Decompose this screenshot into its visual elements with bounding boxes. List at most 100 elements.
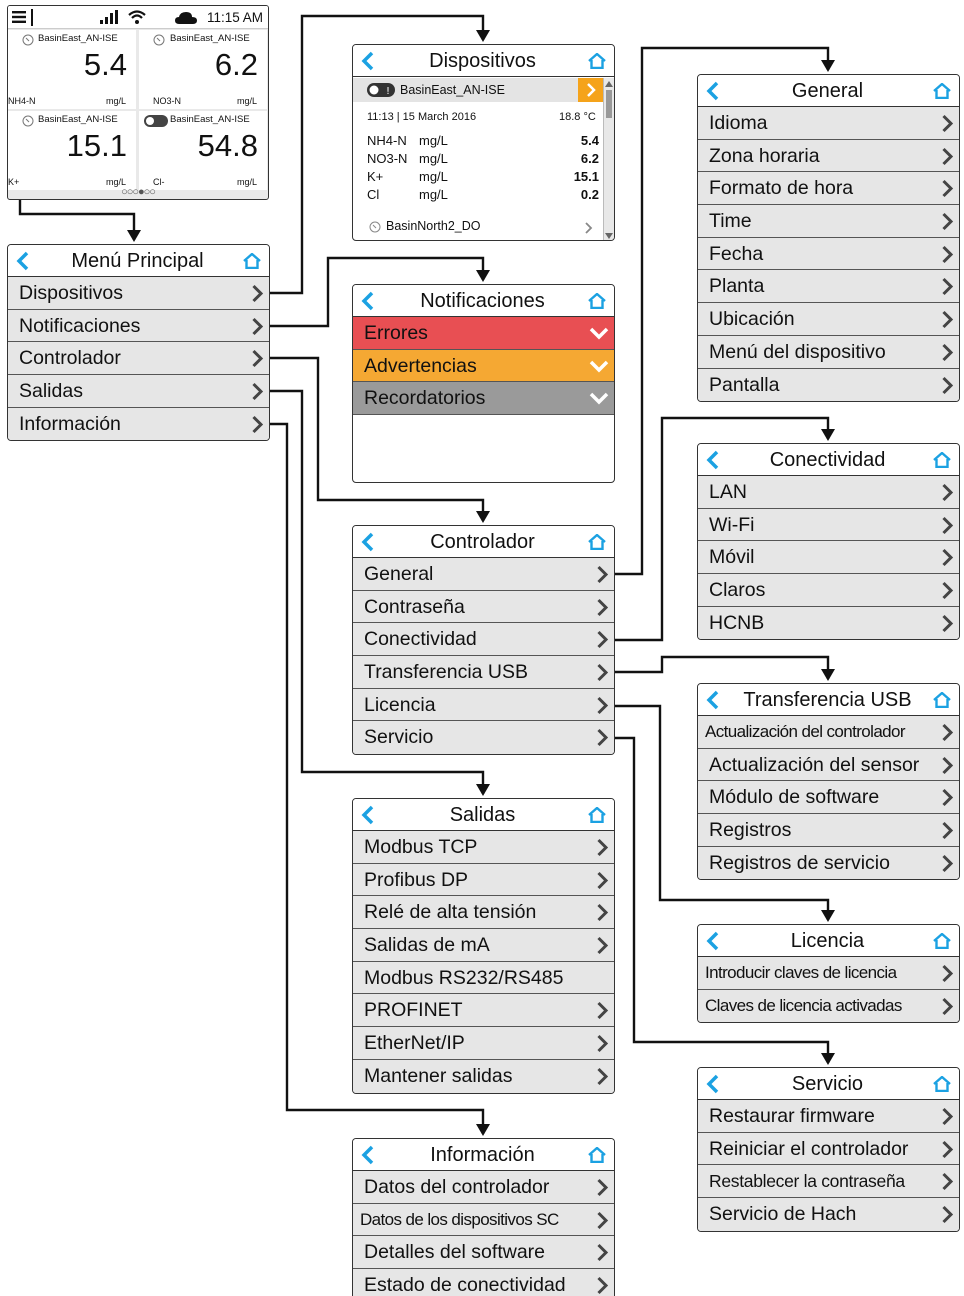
chevron-right-icon: [597, 904, 609, 922]
scroll-down-icon[interactable]: [605, 233, 613, 239]
menu-item-detalles-del-software[interactable]: Detalles del software: [353, 1236, 614, 1270]
menu-item-formato-de-hora[interactable]: Formato de hora: [698, 172, 959, 206]
home-icon[interactable]: [588, 807, 606, 823]
menu-item-transferencia-usb[interactable]: Transferencia USB: [353, 656, 614, 689]
menu-item-registros[interactable]: Registros: [698, 814, 959, 847]
hamburger-menu-icon[interactable]: [12, 10, 26, 24]
home-icon[interactable]: [933, 692, 951, 708]
menu-item-introducir-claves-de-licencia[interactable]: Introducir claves de licencia: [698, 957, 959, 990]
menu-item-salidas[interactable]: Salidas: [8, 375, 269, 408]
device-row[interactable]: ! BasinEast_AN-ISE: [353, 78, 603, 102]
menu-item-restaurar-firmware[interactable]: Restaurar firmware: [698, 1100, 959, 1133]
menu-item-reiniciar-el-controlador[interactable]: Reiniciar el controlador: [698, 1132, 959, 1166]
menu-item-ubicacion[interactable]: Ubicación: [698, 303, 959, 336]
scroll-up-icon[interactable]: [605, 81, 613, 87]
notification-errors-row[interactable]: Errores: [353, 317, 614, 350]
chevron-right-icon: [597, 937, 609, 955]
menu-item-menu-del-dispositivo[interactable]: Menú del dispositivo: [698, 335, 959, 369]
menu-item-datos-de-los-dispositivos-sc[interactable]: Datos de los dispositivos SC: [353, 1203, 614, 1237]
back-chevron-icon[interactable]: [706, 690, 720, 710]
scrollbar-thumb[interactable]: [606, 90, 612, 118]
menu-item-profibus-dp[interactable]: Profibus DP: [353, 863, 614, 897]
menu-item-restablecer-la-contrasena[interactable]: Restablecer la contraseña: [698, 1165, 959, 1199]
menu-item-dispositivos[interactable]: Dispositivos: [8, 277, 269, 310]
home-icon[interactable]: [933, 1076, 951, 1092]
home-icon[interactable]: [588, 1147, 606, 1163]
menu-item-lan[interactable]: LAN: [698, 476, 959, 509]
measurement-tile[interactable]: BasinEast_AN-ISE 5.4 NH4-N mg/L: [8, 30, 136, 109]
back-chevron-icon[interactable]: [706, 81, 720, 101]
arrowhead: [127, 230, 141, 242]
chevron-right-icon[interactable]: [585, 222, 593, 234]
back-chevron-icon[interactable]: [706, 931, 720, 951]
home-icon[interactable]: [243, 253, 261, 269]
back-chevron-icon[interactable]: [706, 1074, 720, 1094]
device-open-button[interactable]: [578, 78, 603, 102]
menu-item-servicio[interactable]: Servicio: [353, 721, 614, 755]
tile-parameter: NO3-N: [153, 96, 182, 106]
tile-unit: mg/L: [105, 96, 126, 106]
chevron-right-icon: [942, 1107, 954, 1126]
notification-label: Advertencias: [364, 354, 477, 377]
back-chevron-icon[interactable]: [361, 805, 375, 825]
menu-item-time[interactable]: Time: [698, 205, 959, 238]
home-icon[interactable]: [933, 452, 951, 468]
menu-item-modbus-tcp[interactable]: Modbus TCP: [353, 831, 614, 864]
back-chevron-icon[interactable]: [16, 251, 30, 271]
menu-item-idioma[interactable]: Idioma: [698, 107, 959, 140]
chevron-right-icon: [597, 631, 609, 649]
menu-item-actualizacion-del-sensor[interactable]: Actualización del sensor: [698, 748, 959, 782]
menu-item-hcnb[interactable]: HCNB: [698, 606, 959, 640]
tile-value: 54.8: [197, 128, 258, 163]
menu-item-rele-de-alta-tension[interactable]: Relé de alta tensión: [353, 896, 614, 930]
home-icon[interactable]: [588, 293, 606, 309]
back-chevron-icon[interactable]: [706, 450, 720, 470]
menu-item-datos-del-controlador[interactable]: Datos del controlador: [353, 1171, 614, 1204]
menu-item-wi-fi[interactable]: Wi-Fi: [698, 508, 959, 542]
back-chevron-icon[interactable]: [361, 291, 375, 311]
menu-item-profinet[interactable]: PROFINET: [353, 994, 614, 1028]
menu-item-actualizacion-del-controlador[interactable]: Actualización del controlador: [698, 716, 959, 749]
menu-item-modbus-rs232-rs485[interactable]: Modbus RS232/RS485: [353, 961, 614, 995]
home-icon[interactable]: [933, 83, 951, 99]
menu-item-licencia[interactable]: Licencia: [353, 688, 614, 722]
menu-item-pantalla[interactable]: Pantalla: [698, 368, 959, 402]
chevron-right-icon: [942, 180, 954, 198]
page-indicator[interactable]: ○○○●○○: [121, 186, 156, 198]
next-device-name[interactable]: BasinNorth2_DO: [386, 219, 481, 233]
menu-item-modulo-de-software[interactable]: Módulo de software: [698, 781, 959, 815]
menu-item-mantener-salidas[interactable]: Mantener salidas: [353, 1059, 614, 1093]
menu-item-planta[interactable]: Planta: [698, 270, 959, 304]
back-chevron-icon[interactable]: [361, 1145, 375, 1165]
measurement-tile[interactable]: BasinEast_AN-ISE 15.1 K+ mg/L: [8, 111, 136, 190]
menu-item-ethernet-ip[interactable]: EtherNet/IP: [353, 1027, 614, 1060]
menu-item-claros[interactable]: Claros: [698, 574, 959, 607]
notification-warnings-row[interactable]: Advertencias: [353, 349, 614, 383]
scrollbar[interactable]: [603, 78, 614, 240]
back-chevron-icon[interactable]: [361, 51, 375, 71]
menu-item-claves-de-licencia-activadas[interactable]: Claves de licencia activadas: [698, 989, 959, 1023]
measurement-tile[interactable]: BasinEast_AN-ISE 6.2 NO3-N mg/L: [139, 30, 267, 109]
menu-item-notificaciones[interactable]: Notificaciones: [8, 309, 269, 343]
menu-item-conectividad[interactable]: Conectividad: [353, 623, 614, 657]
menu-item-estado-de-conectividad[interactable]: Estado de conectividad: [353, 1269, 614, 1296]
home-icon[interactable]: [933, 933, 951, 949]
home-icon[interactable]: [588, 534, 606, 550]
menu-item-contrasena[interactable]: Contraseña: [353, 590, 614, 624]
back-chevron-icon[interactable]: [361, 532, 375, 552]
menu-item-general[interactable]: General: [353, 558, 614, 591]
sensor-status-icon: [22, 115, 34, 127]
menu-item-fecha[interactable]: Fecha: [698, 237, 959, 271]
menu-item-label: Información: [19, 412, 121, 435]
menu-item-controlador[interactable]: Controlador: [8, 342, 269, 376]
menu-item-zona-horaria[interactable]: Zona horaria: [698, 139, 959, 173]
home-icon[interactable]: [588, 53, 606, 69]
menu-item-informacion[interactable]: Información: [8, 407, 269, 441]
menu-item-movil[interactable]: Móvil: [698, 541, 959, 575]
menu-item-registros-de-servicio[interactable]: Registros de servicio: [698, 846, 959, 880]
notification-reminders-row[interactable]: Recordatorios: [353, 382, 614, 416]
menu-item-servicio-de-hach[interactable]: Servicio de Hach: [698, 1198, 959, 1231]
arrowhead: [821, 910, 835, 922]
menu-item-salidas-de-ma[interactable]: Salidas de mA: [353, 929, 614, 962]
measurement-tile[interactable]: BasinEast_AN-ISE 54.8 Cl- mg/L: [139, 111, 267, 190]
